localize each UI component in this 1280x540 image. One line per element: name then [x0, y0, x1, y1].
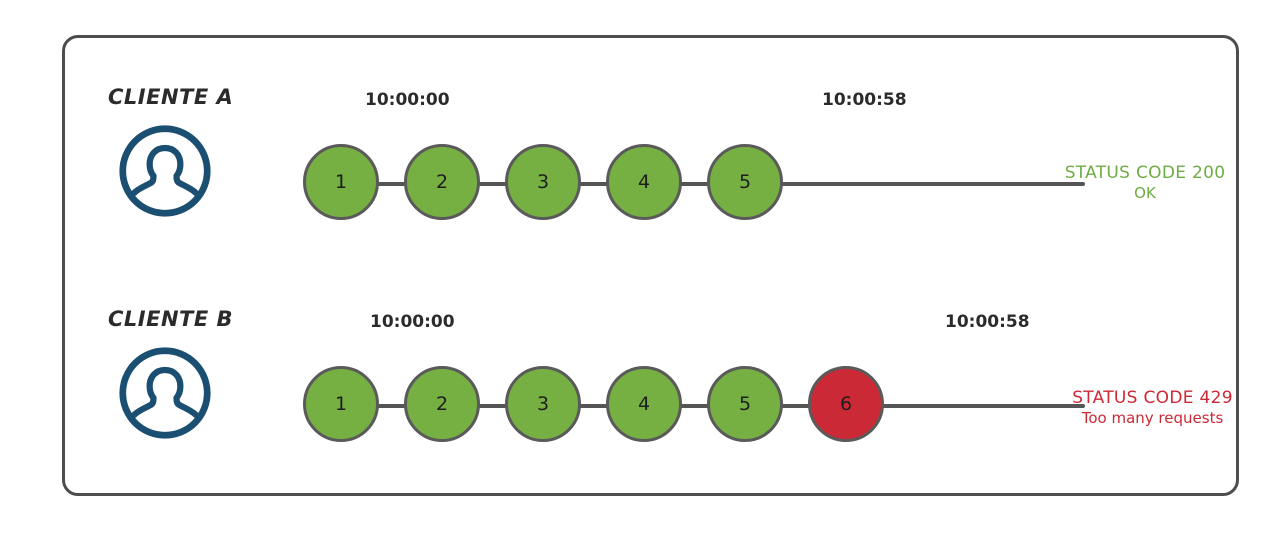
request-node[interactable]: 2 [404, 366, 480, 442]
timestamp-start: 10:00:00 [365, 90, 450, 110]
user-avatar-icon [117, 345, 213, 441]
request-node[interactable]: 3 [505, 144, 581, 220]
request-node-number: 2 [435, 171, 449, 193]
request-node-number: 5 [738, 171, 752, 193]
request-node[interactable]: 5 [707, 144, 783, 220]
request-node-number: 4 [637, 171, 651, 193]
request-node[interactable]: 1 [303, 144, 379, 220]
request-node[interactable]: 3 [505, 366, 581, 442]
request-node[interactable]: 4 [606, 144, 682, 220]
diagram-panel: CLIENTE A 1 2 3 4 5 10: [62, 35, 1239, 496]
timestamp-start: 10:00:00 [370, 312, 455, 332]
status-code-text: STATUS CODE 200 [1064, 163, 1226, 183]
status-badge-a: STATUS CODE 200 OK [1030, 163, 1260, 203]
request-node-number: 2 [435, 393, 449, 415]
request-node-number: 6 [839, 393, 853, 415]
request-node-number: 3 [536, 171, 550, 193]
user-avatar-icon [117, 123, 213, 219]
request-node-number: 3 [536, 393, 550, 415]
client-a-label: CLIENTE A [108, 85, 234, 109]
request-node-number: 5 [738, 393, 752, 415]
request-node-number: 1 [334, 171, 348, 193]
timestamp-end: 10:00:58 [822, 90, 907, 110]
request-node-rejected[interactable]: 6 [808, 366, 884, 442]
status-message-text: OK [1134, 184, 1156, 203]
request-node[interactable]: 1 [303, 366, 379, 442]
timestamp-end: 10:00:58 [945, 312, 1030, 332]
request-node[interactable]: 4 [606, 366, 682, 442]
status-code-text: STATUS CODE 429 [1072, 388, 1233, 408]
client-b-label: CLIENTE B [108, 307, 234, 331]
status-message-text: Too many requests [1081, 409, 1224, 428]
request-node[interactable]: 2 [404, 144, 480, 220]
request-node-number: 1 [334, 393, 348, 415]
status-badge-b: STATUS CODE 429 Too many requests [1030, 388, 1275, 428]
request-node[interactable]: 5 [707, 366, 783, 442]
request-node-number: 4 [637, 393, 651, 415]
